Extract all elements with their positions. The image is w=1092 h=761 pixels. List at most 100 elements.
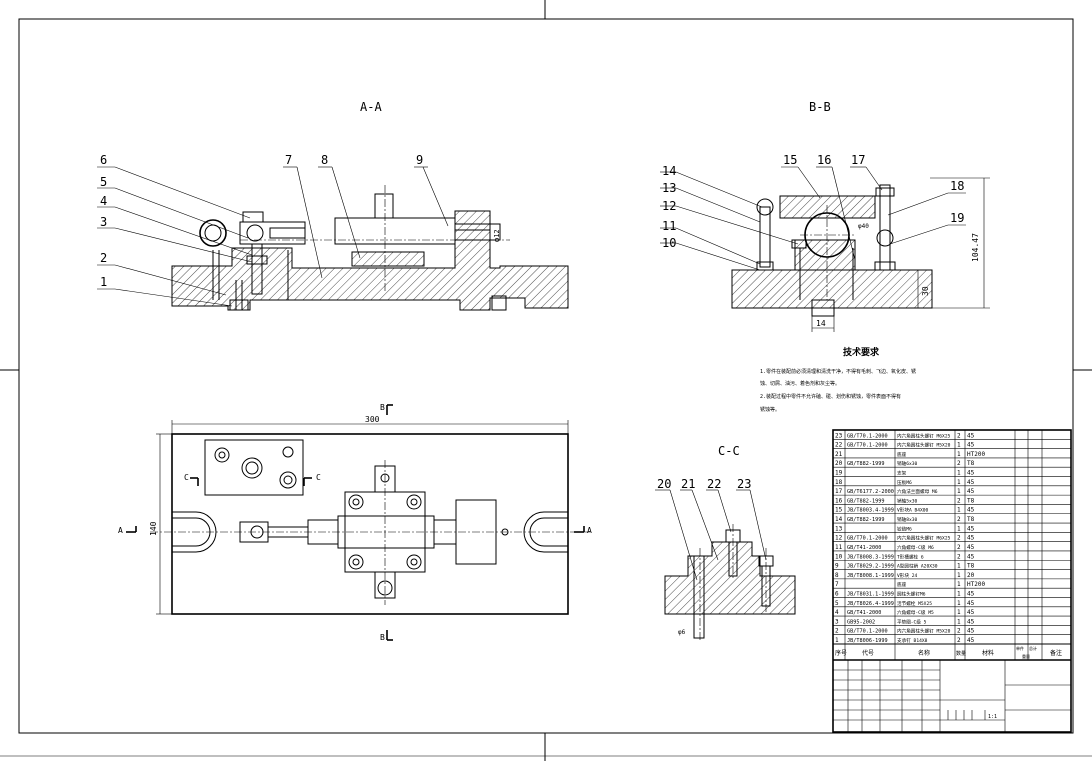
bom-cell-no: 15 — [835, 507, 843, 514]
view-title-bb: B-B — [809, 100, 831, 114]
dim-bb-base: 30 — [921, 286, 930, 296]
bom-cell-code: GB/T70.1-2000 — [847, 433, 888, 439]
bom-cell-mat: 45 — [967, 590, 975, 597]
bom-cell-code: GB/T70.1-2000 — [847, 536, 888, 542]
leader-9: 9 — [416, 153, 423, 167]
bom-cell-mat: 45 — [967, 479, 975, 486]
bom-cell-qty: 2 — [957, 432, 961, 439]
bom-cell-qty: 1 — [957, 442, 961, 449]
bom-cell-code: JB/T8003.4-1999 — [847, 508, 894, 514]
dim-bb-height: 104.47 — [971, 233, 980, 262]
bom-cell-mat: HT200 — [967, 581, 985, 588]
tech-req-line3: 2.装配过程中零件不允许磕、碰、划伤和锈蚀，零件表面不得有 — [760, 393, 901, 400]
plan-clamp-plate — [204, 439, 304, 496]
bom-cell-mat: 45 — [967, 432, 975, 439]
marker-c-right: C — [316, 473, 321, 482]
bom-cell-qty: 1 — [957, 590, 961, 597]
bom-cell-name: 内六角圆柱头螺钉 M5X20 — [897, 628, 951, 635]
leader-16: 16 — [817, 153, 831, 167]
bom-cell-name: 铰链M6 — [897, 525, 912, 532]
lever-eye — [199, 219, 227, 247]
dim-bb-slot: 14 — [816, 319, 826, 328]
bom-cell-mat: HT200 — [967, 451, 985, 458]
plan-clamp-block — [455, 499, 497, 565]
bom-cell-no: 5 — [835, 600, 839, 607]
bom-cell-no: 2 — [835, 628, 839, 635]
bom-cell-no: 19 — [835, 470, 843, 477]
bom-cell-mat: 45 — [967, 637, 975, 644]
bom-cell-mat: 45 — [967, 600, 975, 607]
bom-cell-mat: 45 — [967, 544, 975, 551]
leader-21: 21 — [681, 477, 695, 491]
bom-cell-name: V形块A B4X00 — [897, 507, 929, 514]
bom-cell-no: 14 — [835, 516, 843, 523]
bom-cell-name: V形块 24 — [897, 572, 917, 579]
bom-cell-no: 4 — [835, 609, 839, 616]
leader-3: 3 — [100, 215, 107, 229]
bom-cell-code: GB/T882-1999 — [847, 498, 884, 504]
view-title-cc: C-C — [718, 444, 740, 458]
marker-a-right: A — [587, 526, 592, 535]
bom-cell-qty: 2 — [957, 460, 961, 467]
bom-cell-code: GB/T882-1999 — [847, 461, 884, 467]
bom-cell-code: GB/T6177.2-2000 — [847, 489, 894, 495]
dim-plan-length: 300 — [365, 415, 380, 424]
bom-cell-qty: 1 — [957, 470, 961, 477]
leader-19: 19 — [950, 211, 964, 225]
bom-cell-name: 活节螺栓 M5X25 — [897, 600, 932, 607]
dim-cc-hole: φ6 — [678, 629, 686, 636]
bom-cell-mat: 45 — [967, 553, 975, 560]
bom-cell-code: JB/T8029.2-1999 — [847, 564, 894, 570]
leader-14: 14 — [662, 164, 676, 178]
bom-cell-qty: 2 — [957, 637, 961, 644]
bb-v-block — [794, 239, 856, 271]
leader-6: 6 — [100, 153, 107, 167]
bom-cell-qty: 2 — [957, 535, 961, 542]
bom-cell-name: 内六角圆柱头螺钉 M6X25 — [897, 432, 951, 439]
bom-cell-mat: 45 — [967, 628, 975, 635]
bom-cell-no: 12 — [835, 535, 843, 542]
bom-cell-mat: 45 — [967, 525, 975, 532]
bom-cell-no: 13 — [835, 525, 843, 532]
marker-a-left: A — [118, 526, 123, 535]
bom-cell-no: 20 — [835, 460, 843, 467]
bom-header-weight: 重量 — [1022, 653, 1030, 659]
bom-cell-name: 销轴5x30 — [897, 497, 917, 504]
bom-cell-no: 22 — [835, 442, 843, 449]
dim-bb-hole: φ40 — [858, 223, 869, 230]
bom-cell-qty: 2 — [957, 544, 961, 551]
leader-15: 15 — [783, 153, 797, 167]
title-block-scale: 1:1 — [988, 714, 997, 720]
bom-cell-qty: 2 — [957, 516, 961, 523]
section-cc-view: φ6 20 21 22 23 — [655, 477, 796, 642]
bb-hinge-eye — [756, 198, 774, 216]
leader-4: 4 — [100, 194, 107, 208]
bom-cell-mat: 45 — [967, 618, 975, 625]
bom-cell-name: 底座 — [897, 451, 907, 458]
section-aa-view: 1 2 3 4 5 6 7 8 9 φ12 — [97, 153, 569, 311]
view-title-aa: A-A — [360, 100, 382, 114]
bom-cell-qty: 1 — [957, 451, 961, 458]
bom-cell-mat: T8 — [967, 516, 975, 523]
leader-2: 2 — [100, 251, 107, 265]
bom-cell-no: 9 — [835, 563, 839, 570]
bom-cell-mat: T8 — [967, 497, 975, 504]
bom-cell-mat: T8 — [967, 460, 975, 467]
bom-cell-name: 六角螺母-C级 M5 — [897, 609, 934, 616]
bom-cell-code: GB/T882-1999 — [847, 517, 884, 523]
bom-cell-qty: 1 — [957, 572, 961, 579]
bom-header-mat: 材料 — [982, 649, 994, 657]
bom-cell-name: 销轴8x30 — [897, 516, 917, 523]
bom-cell-qty: 1 — [957, 618, 961, 625]
bom-cell-qty: 1 — [957, 479, 961, 486]
bom-cell-no: 18 — [835, 479, 843, 486]
bom-cell-no: 6 — [835, 590, 839, 597]
bom-cell-no: 7 — [835, 581, 839, 588]
marker-c-left: C — [184, 473, 189, 482]
base-body — [171, 229, 569, 311]
bb-base — [731, 269, 933, 309]
bom-cell-qty: 1 — [957, 488, 961, 495]
leader-23: 23 — [737, 477, 751, 491]
leader-22: 22 — [707, 477, 721, 491]
bb-clamp-arm — [779, 195, 876, 219]
